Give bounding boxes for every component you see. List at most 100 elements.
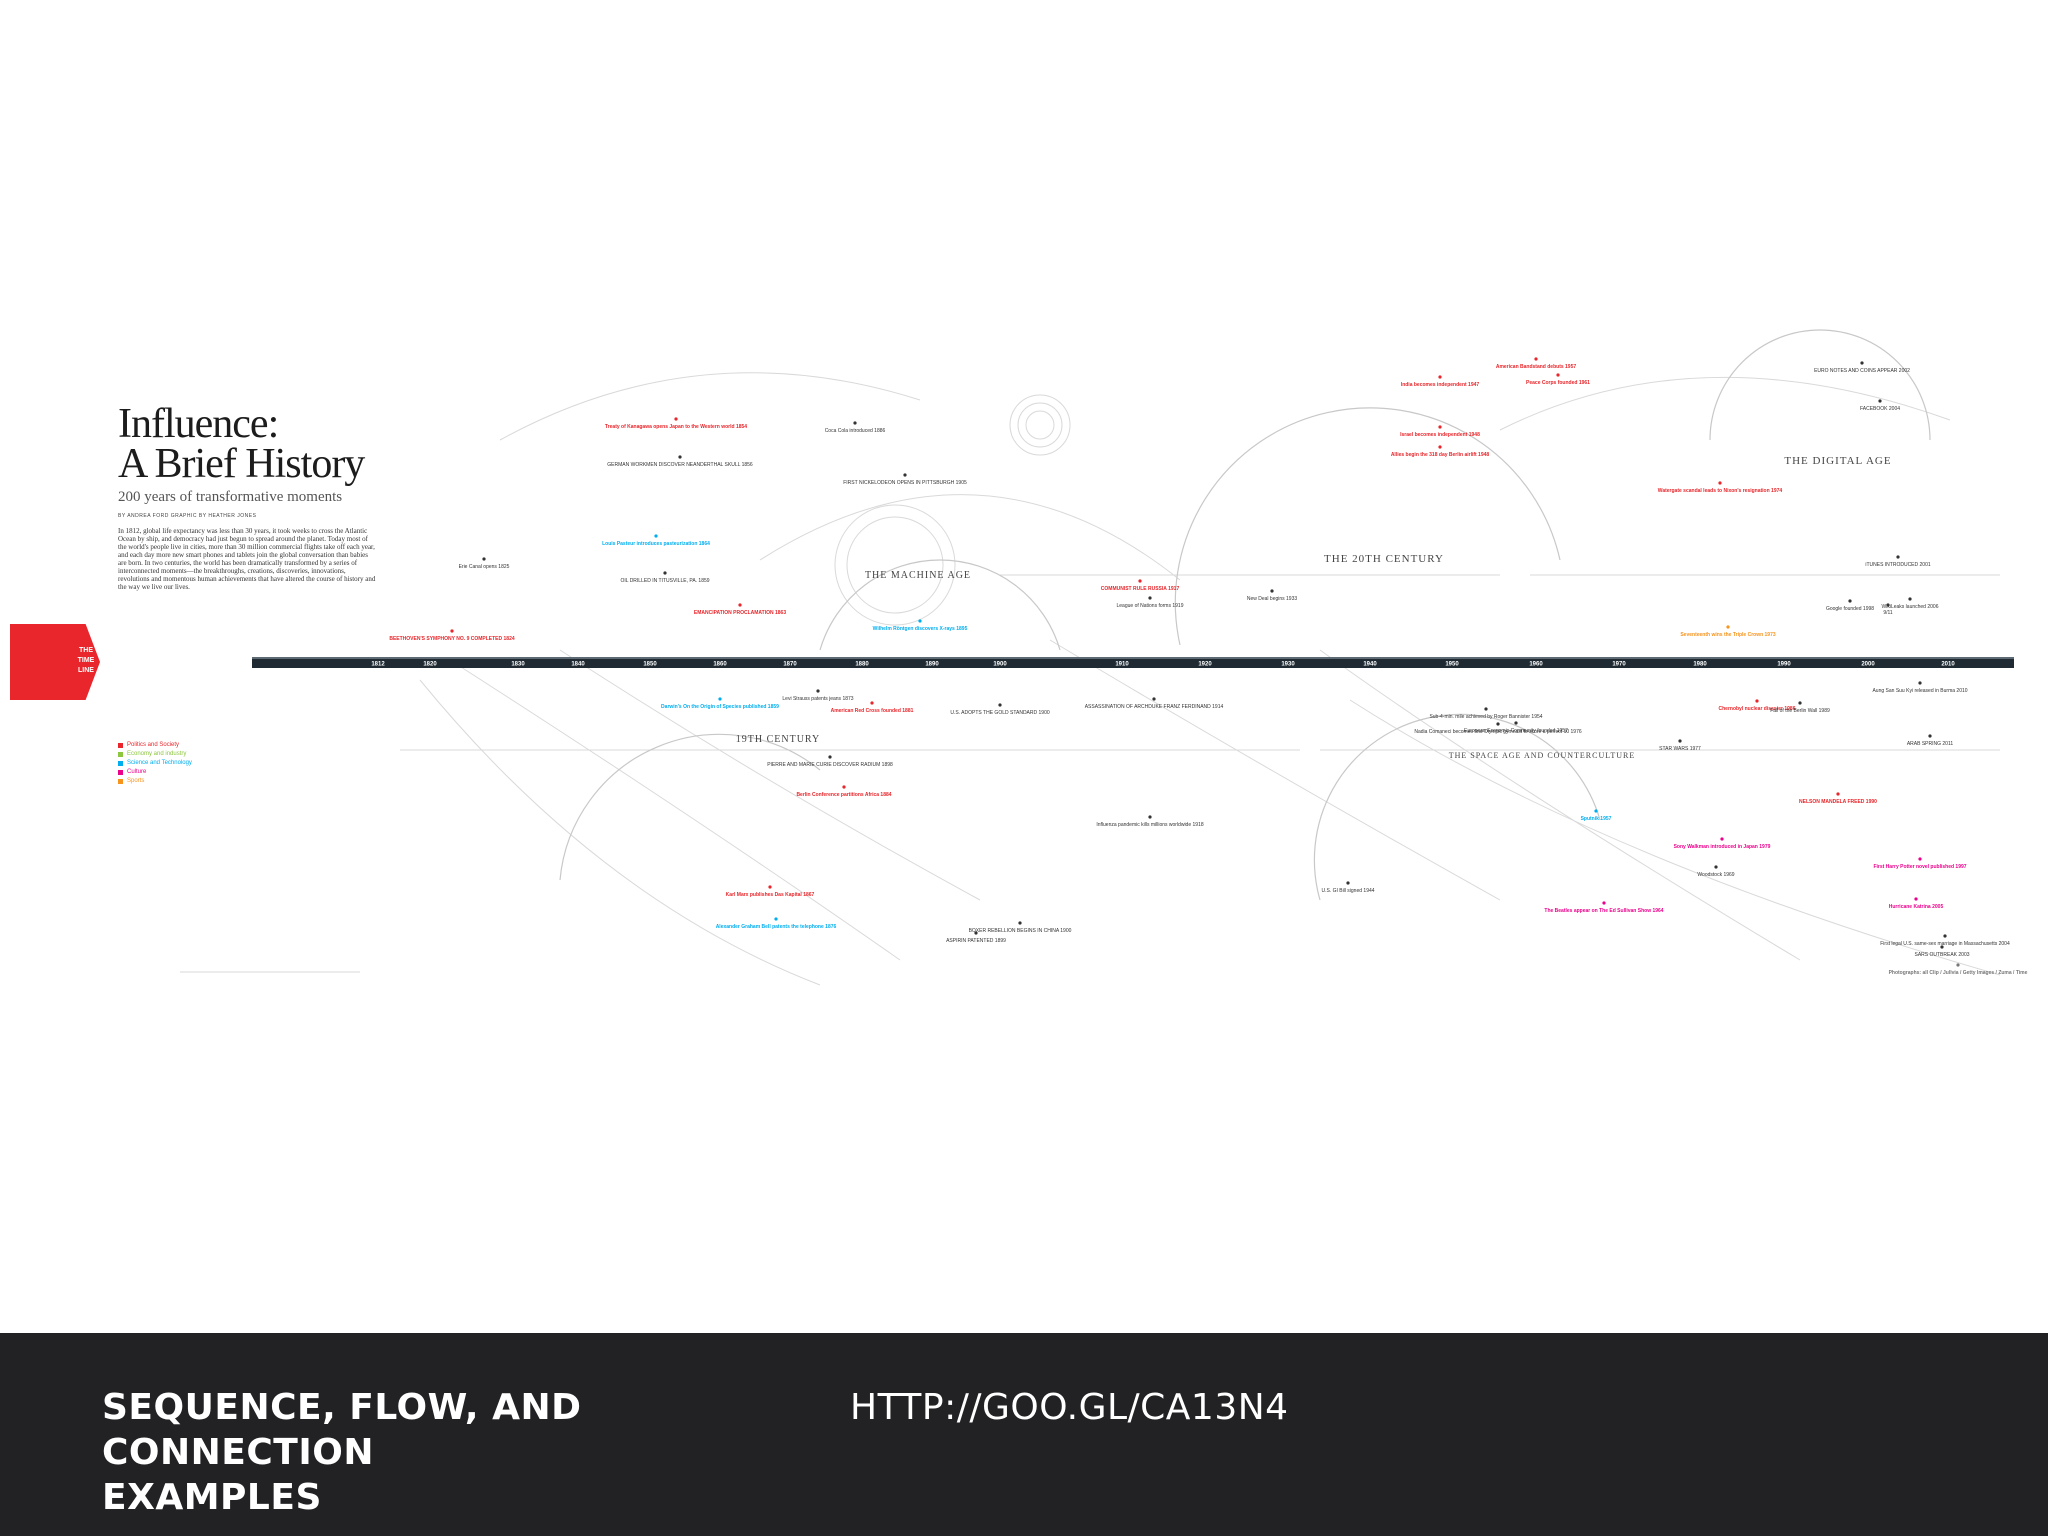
- timeline-event-marker: [1514, 721, 1518, 725]
- legend-item: Politics and Society: [118, 741, 192, 750]
- timeline-event-marker: [1720, 837, 1724, 841]
- legend-item: Science and Technology: [118, 759, 192, 768]
- timeline-event-label: SARS OUTBREAK 2003: [1914, 952, 1969, 958]
- legend-label: Sports: [127, 778, 145, 784]
- infographic-subtitle: 200 years of transformative moments: [118, 489, 343, 505]
- timeline-event-label: BOXER REBELLION BEGINS IN CHINA 1900: [969, 928, 1072, 934]
- era-heading: THE DIGITAL AGE: [1784, 455, 1891, 467]
- infographic-intro: In 1812, global life expectancy was less…: [118, 527, 376, 591]
- timeline-event-marker: [816, 689, 820, 693]
- year-tick-label: 1990: [1777, 662, 1791, 668]
- timeline-event-label: Hurricane Katrina 2005: [1889, 904, 1944, 910]
- timeline-event-label: Allies begin the 318 day Berlin airlift …: [1391, 452, 1490, 458]
- timeline-event-label: Erie Canal opens 1825: [459, 564, 510, 570]
- slide-heading: SEQUENCE, FLOW, AND CONNECTION EXAMPLES: [102, 1385, 802, 1520]
- timeline-event-label: Treaty of Kanagawa opens Japan to the We…: [605, 424, 747, 430]
- timeline-event-label: Darwin's On the Origin of Species publis…: [661, 704, 779, 710]
- timeline-event-label: New Deal begins 1933: [1247, 596, 1298, 602]
- timeline-event-label: India becomes independent 1947: [1401, 382, 1480, 388]
- timeline-event-marker: [654, 534, 658, 538]
- timeline-event-label: U.S. GI Bill signed 1944: [1321, 888, 1374, 894]
- timeline-event-label: Louis Pasteur introduces pasteurization …: [602, 541, 710, 547]
- timeline-event-marker: [1138, 579, 1142, 583]
- timeline-event-marker: [1836, 792, 1840, 796]
- timeline-event-marker: [1678, 739, 1682, 743]
- timeline-tab-label: THE TIME LINE: [77, 647, 95, 674]
- timeline-event-label: EMANCIPATION PROCLAMATION 1863: [694, 610, 786, 616]
- year-tick-label: 1910: [1115, 662, 1129, 668]
- year-tick-label: 1900: [993, 662, 1007, 668]
- timeline-event-marker: [1940, 945, 1944, 949]
- legend-swatch: [118, 779, 123, 784]
- timeline-event-marker: [903, 473, 907, 477]
- legend-swatch: [118, 752, 123, 757]
- infographic-byline: BY ANDREA FORD GRAPHIC BY HEATHER JONES: [118, 513, 257, 519]
- timeline-event-label: ASSASSINATION OF ARCHDUKE FRANZ FERDINAN…: [1085, 704, 1224, 710]
- timeline-event-marker: [1860, 361, 1864, 365]
- timeline-event-marker: [1908, 597, 1912, 601]
- year-tick-label: 1812: [371, 662, 385, 668]
- timeline-event-marker: [1152, 697, 1156, 701]
- timeline-event-label: Israel becomes independent 1948: [1400, 432, 1480, 438]
- year-tick-label: 1970: [1612, 662, 1626, 668]
- timeline-event-label: Seventeenth wins the Triple Crown 1973: [1680, 632, 1776, 638]
- timeline-event-label: GERMAN WORKMEN DISCOVER NEANDERTHAL SKUL…: [607, 462, 753, 468]
- timeline-event-marker: [842, 785, 846, 789]
- legend-item: Economy and industry: [118, 750, 192, 759]
- timeline-event-marker: [1438, 445, 1442, 449]
- timeline-event-marker: [1896, 555, 1900, 559]
- timeline-event-label: EURO NOTES AND COINS APPEAR 2002: [1814, 368, 1910, 374]
- timeline-event-label: American Bandstand debuts 1957: [1496, 364, 1577, 370]
- timeline-event-marker: [974, 931, 978, 935]
- timeline-event-label: PIERRE AND MARIE CURIE DISCOVER RADIUM 1…: [767, 762, 893, 768]
- timeline-event-marker: [768, 885, 772, 889]
- timeline-event-label: Nadia Comaneci becomes first Olympic gym…: [1414, 729, 1582, 735]
- timeline-event-marker: [718, 697, 722, 701]
- timeline-event-label: Sony Walkman introduced in Japan 1979: [1674, 844, 1771, 850]
- timeline-event-marker: [1148, 596, 1152, 600]
- timeline-event-label: Wilhelm Röntgen discovers X-rays 1895: [873, 626, 968, 632]
- era-heading: 19TH CENTURY: [736, 734, 821, 745]
- decorative-arcs: [180, 372, 2001, 986]
- year-tick-label: 2000: [1861, 662, 1875, 668]
- timeline-event-label: First legal U.S. same-sex marriage in Ma…: [1880, 941, 2010, 947]
- timeline-event-marker: [1928, 734, 1932, 738]
- slide-link-url[interactable]: HTTP://GOO.GL/CA13N4: [850, 1387, 1289, 1428]
- year-tick-label: 1940: [1363, 662, 1377, 668]
- timeline-event-marker: [998, 703, 1002, 707]
- timeline-event-label: Alexander Graham Bell patents the teleph…: [716, 924, 837, 930]
- slide-heading-line2: EXAMPLES: [102, 1477, 322, 1518]
- timeline-event-marker: [674, 417, 678, 421]
- timeline-event-label: FIRST NICKELODEON OPENS IN PITTSBURGH 19…: [843, 480, 967, 486]
- year-tick-label: 1820: [423, 662, 437, 668]
- timeline-tab: THE TIME LINE: [10, 624, 100, 700]
- timeline-event-marker: [482, 557, 486, 561]
- timeline-event-label: American Red Cross founded 1881: [831, 708, 914, 714]
- timeline-event-marker: [1602, 901, 1606, 905]
- era-heading: THE 20TH CENTURY: [1324, 553, 1444, 565]
- timeline-event-label: STAR WARS 1977: [1659, 746, 1701, 752]
- legend-item: Sports: [118, 777, 192, 786]
- timeline-event-marker: [918, 619, 922, 623]
- timeline-event-label: Levi Strauss patents jeans 1873: [782, 696, 853, 702]
- timeline-bar: [252, 657, 2014, 668]
- year-tick-label: 1860: [713, 662, 727, 668]
- timeline-event-marker: [1484, 707, 1488, 711]
- legend-label: Politics and Society: [127, 742, 180, 748]
- year-tick-label: 1980: [1693, 662, 1707, 668]
- year-tick-label: 1890: [925, 662, 939, 668]
- timeline-event-label: Sputnik 1957: [1581, 816, 1612, 822]
- year-tick-label: 2010: [1941, 662, 1955, 668]
- timeline-event-label: Karl Marx publishes Das Kapital 1867: [726, 892, 815, 898]
- timeline-event-marker: [1848, 599, 1852, 603]
- timeline-event-label: 9/11: [1883, 610, 1893, 616]
- timeline-event-label: Coca Cola introduced 1886: [825, 428, 886, 434]
- timeline-bar-highlight: [252, 657, 2014, 659]
- timeline-event-marker: [1148, 815, 1152, 819]
- timeline-event-marker: [1798, 701, 1802, 705]
- timeline-event-marker: [1956, 963, 1960, 967]
- timeline-event-label: Woodstock 1969: [1697, 872, 1734, 878]
